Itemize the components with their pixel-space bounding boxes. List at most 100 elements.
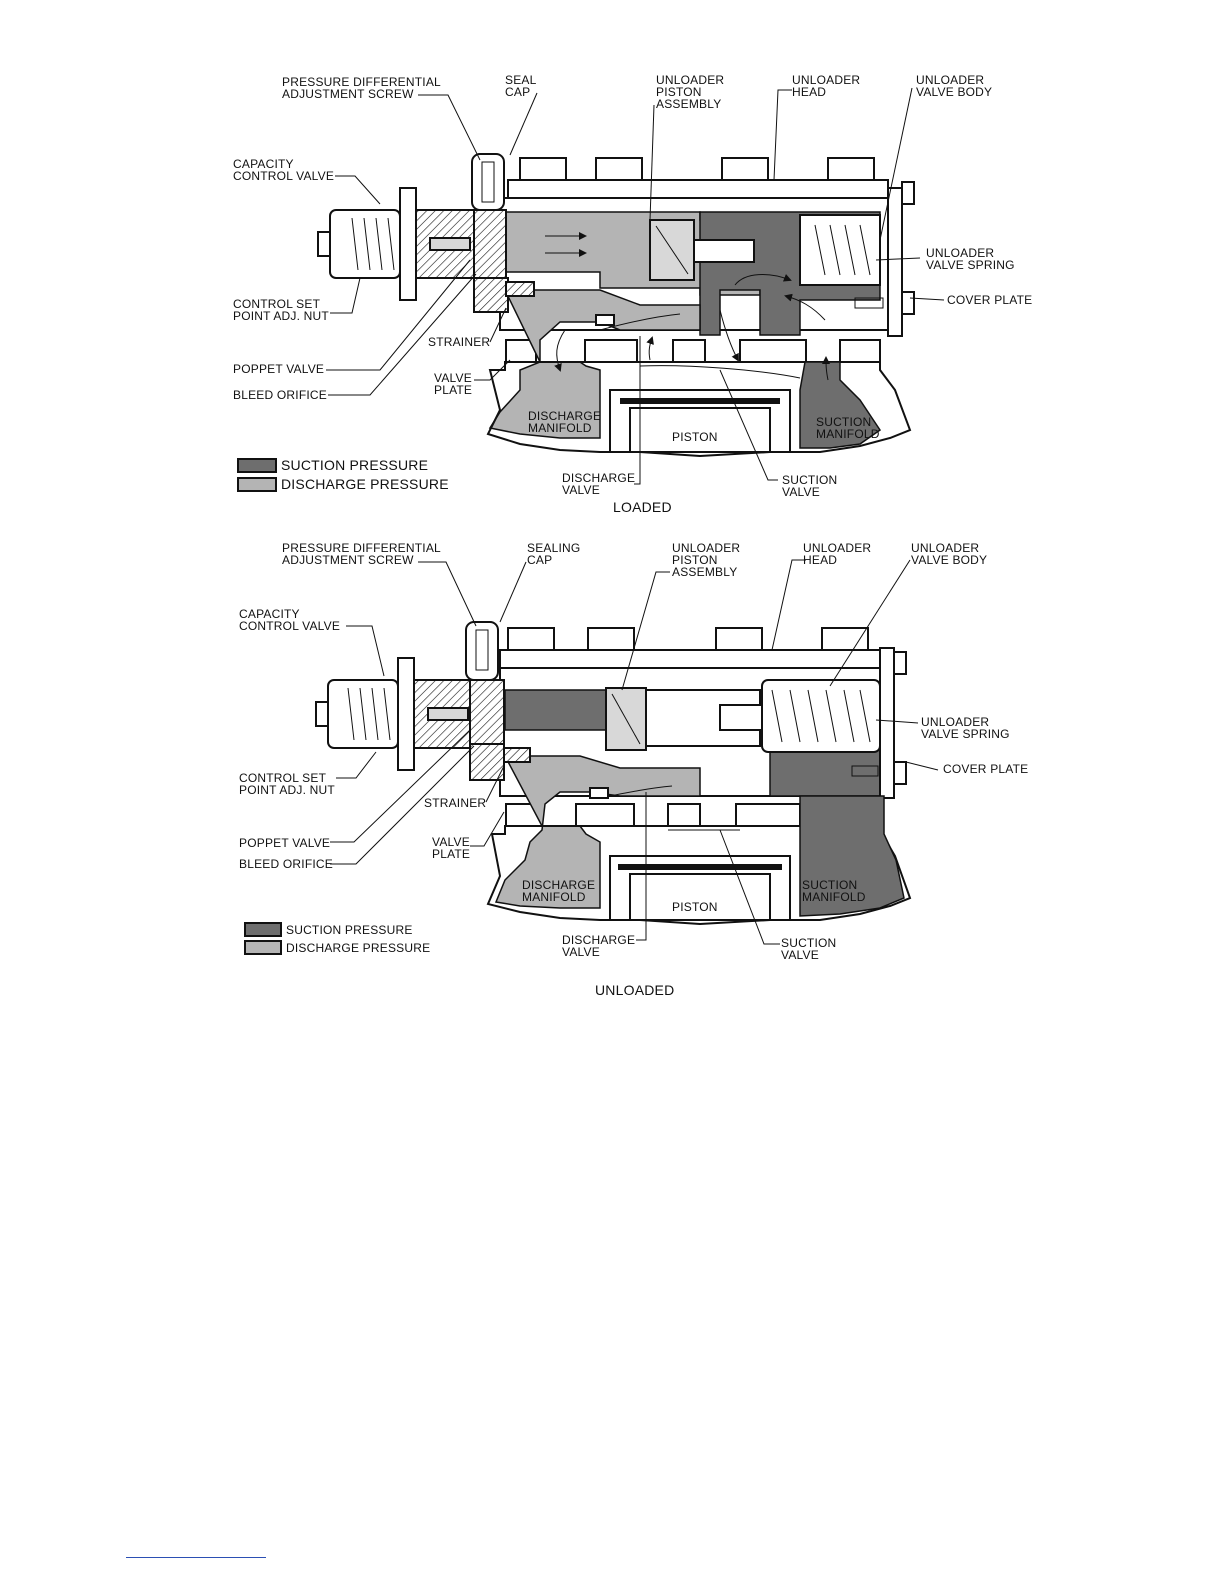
cover-bolt — [901, 181, 915, 205]
cover-plate — [879, 647, 895, 799]
leader-lines — [330, 559, 939, 945]
seal-cap — [465, 621, 499, 681]
head-bolt — [587, 627, 635, 653]
valve-plate — [667, 803, 701, 827]
loaded-diagram: PRESSURE DIFFERENTIAL ADJUSTMENT SCREW S… — [233, 73, 1032, 515]
label-discharge-manifold: DISCHARGE — [522, 878, 595, 892]
label-suction-manifold: SUCTION — [802, 878, 857, 892]
loaded-labels: PRESSURE DIFFERENTIAL ADJUSTMENT SCREW S… — [233, 73, 1032, 499]
capacity-control-valve — [317, 153, 535, 313]
discharge-manifold — [488, 289, 701, 439]
legend-suction-label: SUCTION PRESSURE — [286, 923, 413, 937]
poppet-stem — [429, 237, 471, 251]
label-piston-assembly: UNLOADER — [672, 541, 740, 555]
label-seal-cap: SEAL — [505, 73, 537, 87]
label-unloader-head: UNLOADER — [803, 541, 871, 555]
unloaded-diagram: PRESSURE DIFFERENTIAL ADJUSTMENT SCREW S… — [239, 541, 1028, 998]
control-valve-spring — [351, 217, 395, 271]
label-seal-cap: CAP — [527, 553, 552, 567]
label-capacity-control-valve: CONTROL VALVE — [239, 619, 340, 633]
label-bleed-orifice: BLEED ORIFICE — [233, 388, 327, 402]
label-poppet-valve: POPPET VALVE — [233, 362, 324, 376]
unloader-valve-body — [761, 679, 881, 753]
valve-retainer — [595, 314, 615, 326]
label-discharge-valve: VALVE — [562, 483, 600, 497]
diaphragm-flange — [399, 187, 417, 301]
control-valve-bonnet — [329, 209, 401, 279]
cover-bolt — [893, 651, 907, 675]
label-set-point: POINT ADJ. NUT — [239, 783, 335, 797]
label-suction-manifold: MANIFOLD — [816, 427, 880, 441]
unloaded-legend: SUCTION PRESSURE DISCHARGE PRESSURE — [244, 922, 430, 955]
label-seal-cap: CAP — [505, 85, 530, 99]
head-bolt — [595, 157, 643, 183]
label-set-point: POINT ADJ. NUT — [233, 309, 329, 323]
piston-rod — [645, 689, 761, 747]
label-valve-plate: PLATE — [432, 847, 470, 861]
diaphragm-flange — [397, 657, 415, 771]
suction-manifold — [799, 795, 905, 917]
poppet-stem — [427, 707, 469, 721]
control-valve-spring — [347, 687, 391, 741]
label-valve-body: VALVE BODY — [911, 553, 987, 567]
legend-suction-label: SUCTION PRESSURE — [281, 457, 428, 473]
capacity-control-valve — [315, 621, 531, 781]
label-capacity-control-valve: CAPACITY — [233, 157, 294, 171]
cover-bolt-thread — [854, 297, 884, 309]
label-capacity-control-valve: CONTROL VALVE — [233, 169, 334, 183]
label-unloader-head: HEAD — [803, 553, 837, 567]
unloaded-caption: UNLOADED — [595, 982, 674, 998]
valve-plate — [575, 803, 635, 827]
label-suction-valve: SUCTION — [781, 936, 836, 950]
label-piston-assembly: ASSEMBLY — [656, 97, 721, 111]
compressor-body — [486, 627, 912, 926]
label-suction-valve: SUCTION — [782, 473, 837, 487]
label-set-point: CONTROL SET — [233, 297, 321, 311]
pd-adjustment-screw — [481, 161, 495, 203]
label-valve-body: VALVE BODY — [916, 85, 992, 99]
label-piston: PISTON — [672, 900, 718, 914]
label-bleed-orifice: BLEED ORIFICE — [239, 857, 333, 871]
legend-discharge-label: DISCHARGE PRESSURE — [286, 941, 430, 955]
label-valve-body: UNLOADER — [911, 541, 979, 555]
loaded-caption: LOADED — [613, 499, 672, 515]
bleed-orifice-body — [473, 277, 509, 313]
unloader-valve-spring — [814, 224, 871, 276]
label-valve-body: UNLOADER — [916, 73, 984, 87]
label-pd-screw: PRESSURE DIFFERENTIAL — [282, 75, 441, 89]
label-pd-screw: ADJUSTMENT SCREW — [282, 87, 414, 101]
suction-reed — [639, 365, 801, 379]
label-piston-assembly: ASSEMBLY — [672, 565, 737, 579]
label-suction-manifold: SUCTION — [816, 415, 871, 429]
label-valve-spring: VALVE SPRING — [921, 727, 1010, 741]
suction-passage — [769, 749, 885, 797]
cover-bolt-thread — [851, 765, 879, 777]
label-valve-plate: PLATE — [434, 383, 472, 397]
suction-manifold — [799, 361, 882, 449]
label-suction-manifold: MANIFOLD — [802, 890, 866, 904]
valve-plate — [739, 339, 807, 363]
cover-plate — [887, 187, 903, 337]
label-pd-screw: ADJUSTMENT SCREW — [282, 553, 414, 567]
strainer — [505, 281, 535, 297]
unloader-head-plate — [499, 649, 883, 669]
flow-arrows — [545, 232, 831, 381]
label-suction-valve: VALVE — [782, 485, 820, 499]
label-pd-screw: PRESSURE DIFFERENTIAL — [282, 541, 441, 555]
cylinder-block — [486, 361, 912, 458]
unloader-valve-spring — [771, 689, 871, 743]
leader-lines — [326, 87, 945, 485]
legend-swatch-suction — [237, 458, 277, 473]
legend-swatch-discharge — [237, 477, 277, 492]
head-bolt — [821, 627, 869, 653]
piston-ring — [618, 864, 782, 870]
legend-swatch-discharge — [244, 940, 282, 955]
legend-swatch-suction — [244, 922, 282, 937]
valve-plate — [584, 339, 638, 363]
label-strainer: STRAINER — [428, 335, 490, 349]
label-valve-plate: VALVE — [432, 835, 470, 849]
footer-rule — [126, 1557, 266, 1558]
label-piston-assembly: UNLOADER — [656, 73, 724, 87]
label-discharge-manifold: DISCHARGE — [528, 409, 601, 423]
suction-passage — [504, 689, 611, 731]
